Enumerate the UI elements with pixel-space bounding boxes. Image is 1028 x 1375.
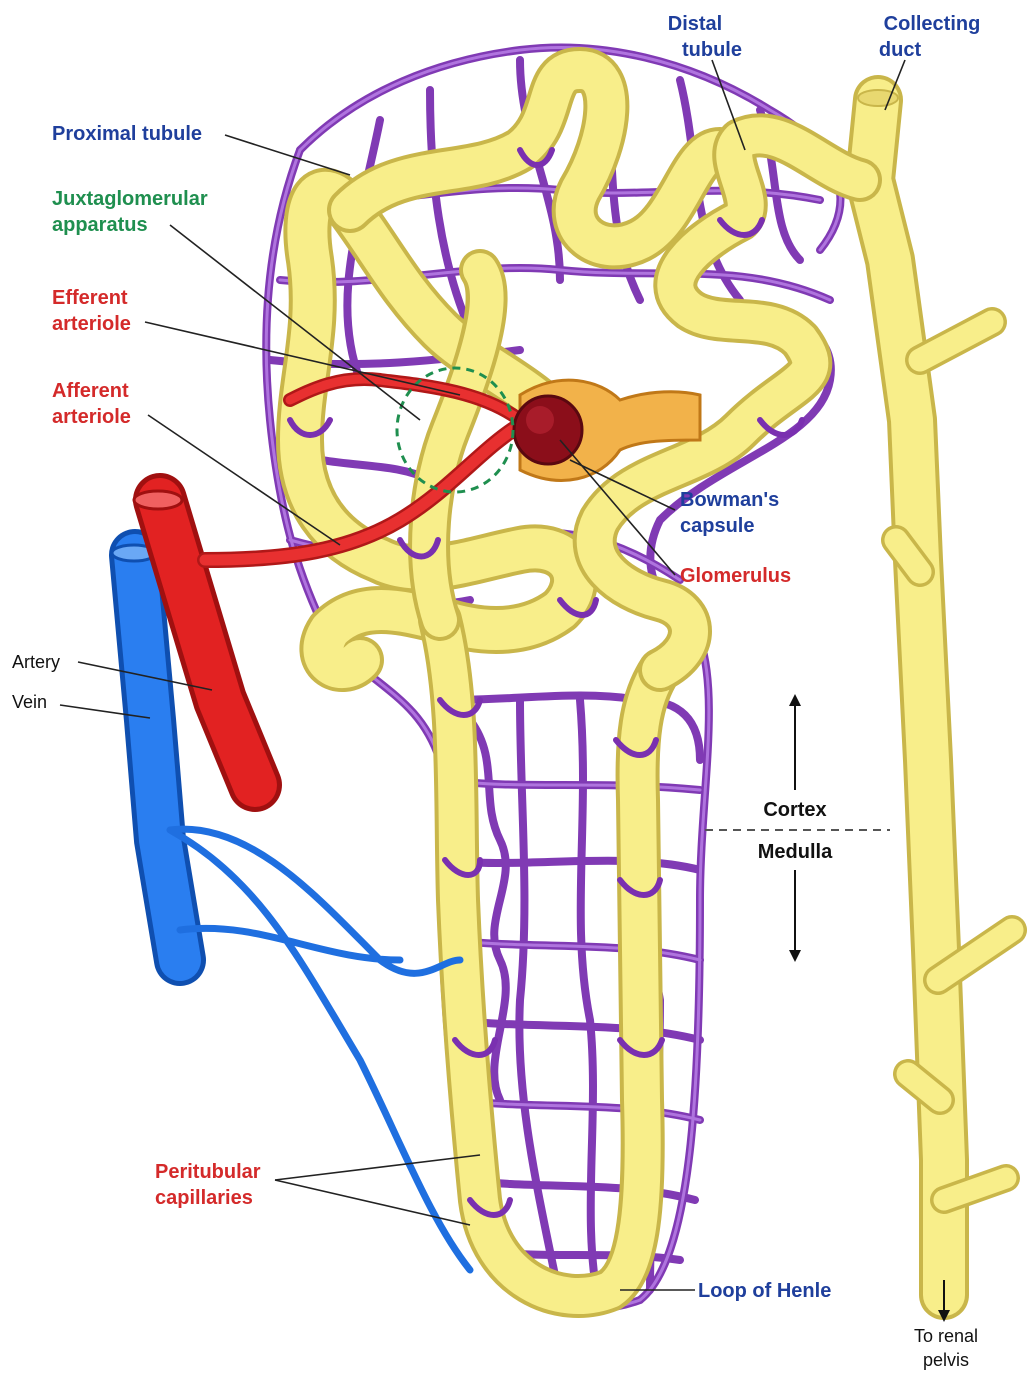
label-afferent-arteriole: Afferent arteriole [52, 380, 131, 428]
label-efferent-line2: arteriole [52, 313, 131, 335]
label-efferent-line1: Efferent [52, 287, 128, 309]
label-glomerulus: Glomerulus [680, 565, 791, 587]
label-collecting-duct-line2: duct [879, 39, 922, 61]
label-distal-tubule: Distal tubule [668, 13, 742, 61]
label-collecting-duct-line1: Collecting [884, 13, 981, 35]
label-juxtaglomerular-line2: apparatus [52, 214, 148, 236]
label-afferent-line1: Afferent [52, 380, 129, 402]
label-medulla: Medulla [758, 841, 833, 863]
cortex-medulla-divider [705, 694, 890, 962]
label-to-renal-pelvis-line1: To renal [914, 1326, 978, 1346]
label-bowmans-capsule: Bowman's capsule [680, 489, 779, 537]
label-juxtaglomerular-apparatus: Juxtaglomerular apparatus [52, 188, 208, 236]
label-bowmans-line2: capsule [680, 515, 754, 537]
label-bowmans-line1: Bowman's [680, 489, 779, 511]
label-loop-of-henle: Loop of Henle [698, 1280, 831, 1302]
label-to-renal-pelvis: To renal pelvis [914, 1326, 978, 1370]
label-proximal-tubule: Proximal tubule [52, 123, 202, 145]
label-peritubular-capillaries: Peritubular capillaries [155, 1161, 261, 1209]
label-cortex: Cortex [763, 799, 826, 821]
label-distal-tubule-line2: tubule [682, 39, 742, 61]
label-peritubular-line1: Peritubular [155, 1161, 261, 1183]
label-collecting-duct: Collecting duct [879, 13, 980, 61]
label-juxtaglomerular-line1: Juxtaglomerular [52, 188, 208, 210]
label-distal-tubule-line1: Distal [668, 13, 722, 35]
label-afferent-line2: arteriole [52, 406, 131, 428]
label-vein: Vein [12, 692, 47, 712]
label-artery: Artery [12, 652, 60, 672]
collecting-duct [858, 90, 1012, 1322]
label-peritubular-line2: capillaries [155, 1187, 253, 1209]
label-efferent-arteriole: Efferent arteriole [52, 287, 131, 335]
label-to-renal-pelvis-line2: pelvis [923, 1350, 969, 1370]
